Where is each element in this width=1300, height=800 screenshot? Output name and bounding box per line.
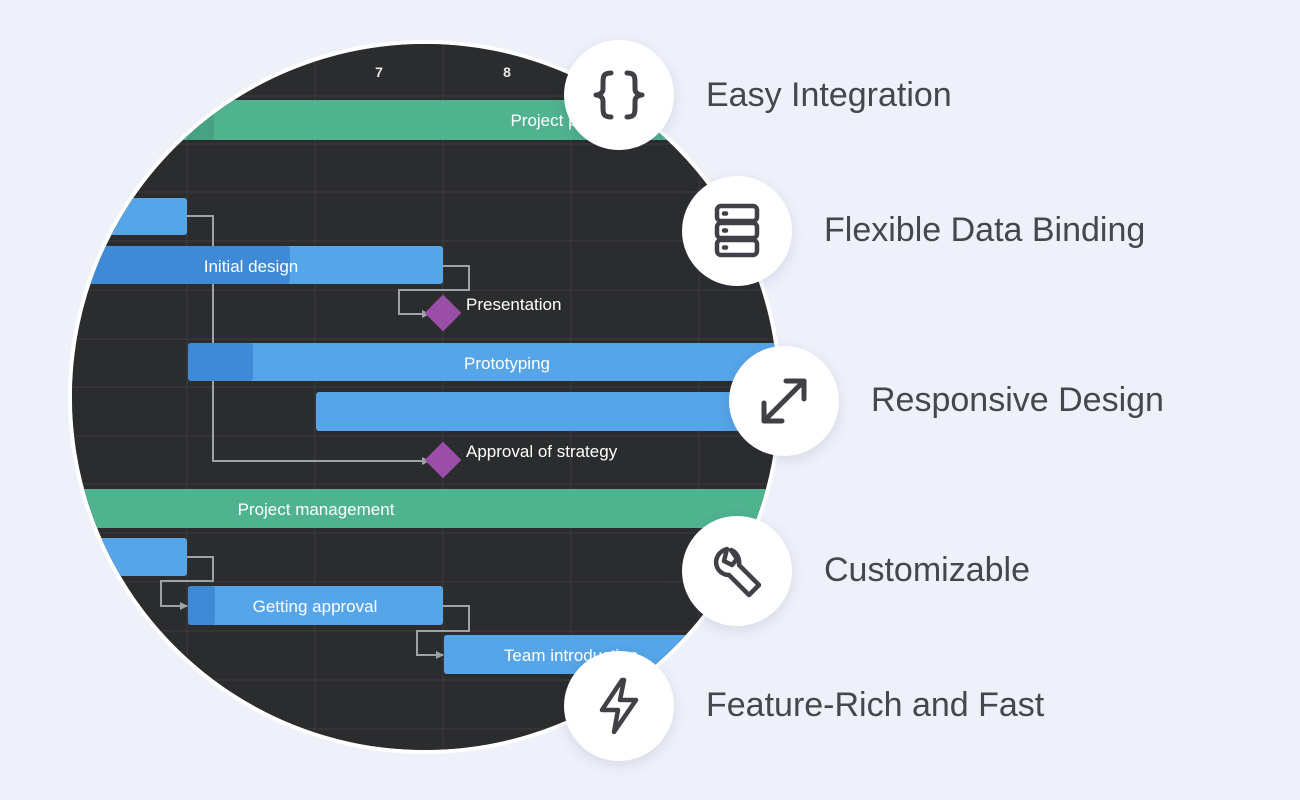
feature-feature-rich-and-fast: Feature-Rich and Fast xyxy=(706,686,1045,724)
link-line xyxy=(398,265,470,318)
feature-responsive-design: Responsive Design xyxy=(871,381,1164,419)
lightning-icon xyxy=(564,651,674,761)
feature-easy-integration: Easy Integration xyxy=(706,76,952,114)
task-bar-label: Initial design xyxy=(204,257,299,276)
summary-bar-project-planning[interactable]: Project p xyxy=(68,100,678,140)
feature-flexible-data-binding: Flexible Data Binding xyxy=(824,211,1146,249)
database-icon xyxy=(682,176,792,286)
gantt-chart-canvas: 7 8 Project p Initial design Presentatio… xyxy=(68,44,782,750)
summary-bar-label: Project p xyxy=(510,111,577,130)
dependency-links xyxy=(160,215,470,659)
task-bar-label: Getting approval xyxy=(253,597,378,616)
task-bar-prototyping[interactable]: Prototyping xyxy=(188,343,782,381)
task-bar[interactable] xyxy=(68,538,187,576)
summary-bar-project-management[interactable]: Project management xyxy=(68,489,782,528)
link-line xyxy=(187,215,430,465)
scale-label-7: 7 xyxy=(375,64,383,80)
task-bar[interactable] xyxy=(68,198,187,235)
resize-arrows-icon xyxy=(729,346,839,456)
task-bar-getting-approval[interactable]: Getting approval xyxy=(188,586,443,625)
milestone-approval-of-strategy[interactable]: Approval of strategy xyxy=(424,441,618,479)
summary-bar-label: Project management xyxy=(238,500,395,519)
task-bar[interactable] xyxy=(316,392,782,431)
feature-customizable: Customizable xyxy=(824,551,1030,589)
milestone-presentation[interactable]: Presentation xyxy=(424,294,562,332)
link-line xyxy=(160,556,214,610)
task-bar-label: Prototyping xyxy=(464,354,550,373)
milestone-label: Approval of strategy xyxy=(466,442,618,461)
link-line xyxy=(416,605,470,659)
scale-label-8: 8 xyxy=(503,64,511,80)
gantt-chart-preview: 7 8 Project p Initial design Presentatio… xyxy=(68,40,782,754)
wrench-icon xyxy=(682,516,792,626)
braces-icon xyxy=(564,40,674,150)
milestone-label: Presentation xyxy=(466,295,561,314)
task-bar-initial-design[interactable]: Initial design xyxy=(68,246,443,284)
